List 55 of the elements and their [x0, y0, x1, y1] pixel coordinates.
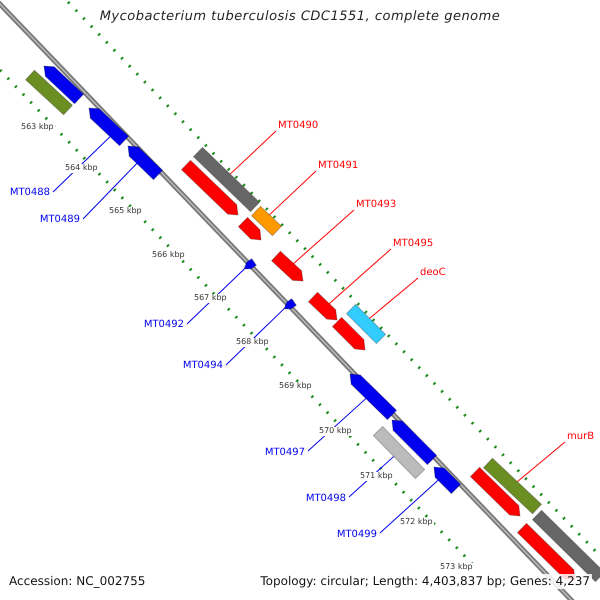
tick-label: 571 kbp: [359, 472, 394, 481]
gene-feature: [391, 419, 438, 466]
gene-feature: [372, 426, 426, 480]
gene-label: MT0494: [182, 360, 223, 371]
gene-feature: [482, 458, 542, 514]
gene-feature: [470, 466, 521, 517]
gene-feature: [24, 70, 74, 116]
gene-label: MT0498: [306, 493, 346, 504]
tick-label: 563 kbp: [20, 123, 55, 132]
leader-line: [516, 442, 566, 482]
footer-text: Accession: NC_002755: [7, 574, 148, 590]
tick-label: 565 kbp: [108, 207, 143, 216]
gene-feature: [243, 258, 257, 270]
tick-label: 572 kbp: [399, 518, 434, 527]
gene-feature: [127, 145, 164, 180]
gene-feature: [349, 373, 398, 420]
leader-line: [328, 248, 392, 304]
gene-feature: [346, 304, 386, 344]
footer-text: Topology: circular; Length: 4,403,837 bp; Genes: 4,237: [258, 574, 592, 590]
gene-feature: [270, 250, 304, 282]
gene-feature: [192, 146, 260, 212]
leader-line: [230, 130, 276, 175]
gene-label: MT0492: [144, 319, 184, 330]
gene-label: MT0497: [264, 447, 305, 458]
gene-label: MT0499: [336, 529, 377, 540]
gene-label: MT0490: [278, 120, 318, 131]
tick-label: 569 kbp: [278, 382, 313, 391]
gene-feature: [43, 65, 84, 104]
gene-label: deoC: [420, 267, 446, 278]
gene-feature: [180, 160, 239, 216]
gene-feature: [332, 316, 366, 351]
tick-label: 567 kbp: [193, 294, 228, 303]
tick-label: 568 kbp: [235, 338, 270, 347]
gene-label: murB: [567, 431, 594, 442]
tick-label: 570 kbp: [318, 427, 353, 436]
gene-feature: [433, 466, 462, 494]
gene-label: MT0488: [10, 187, 50, 198]
leader-line: [268, 170, 316, 216]
leader-line: [380, 480, 439, 534]
tick-label: 564 kbp: [64, 164, 99, 173]
title: Mycobacterium tuberculosis CDC1551, complete genome: [98, 10, 502, 24]
leader-line: [293, 210, 354, 264]
gene-label: MT0489: [40, 214, 80, 225]
gene-label: MT0491: [318, 160, 358, 171]
gene-feature: [283, 298, 297, 310]
gene-feature: [238, 216, 262, 241]
gene-feature: [250, 206, 282, 236]
tick-label: 573 kbp: [439, 563, 474, 572]
gene-label: MT0495: [393, 238, 434, 249]
leader-line: [369, 278, 418, 319]
gene-label: MT0493: [356, 199, 396, 210]
tick-label: 566 kbp: [151, 251, 186, 260]
gene-feature: [88, 107, 130, 146]
gene-feature: [308, 292, 338, 321]
leader-line: [82, 162, 138, 220]
